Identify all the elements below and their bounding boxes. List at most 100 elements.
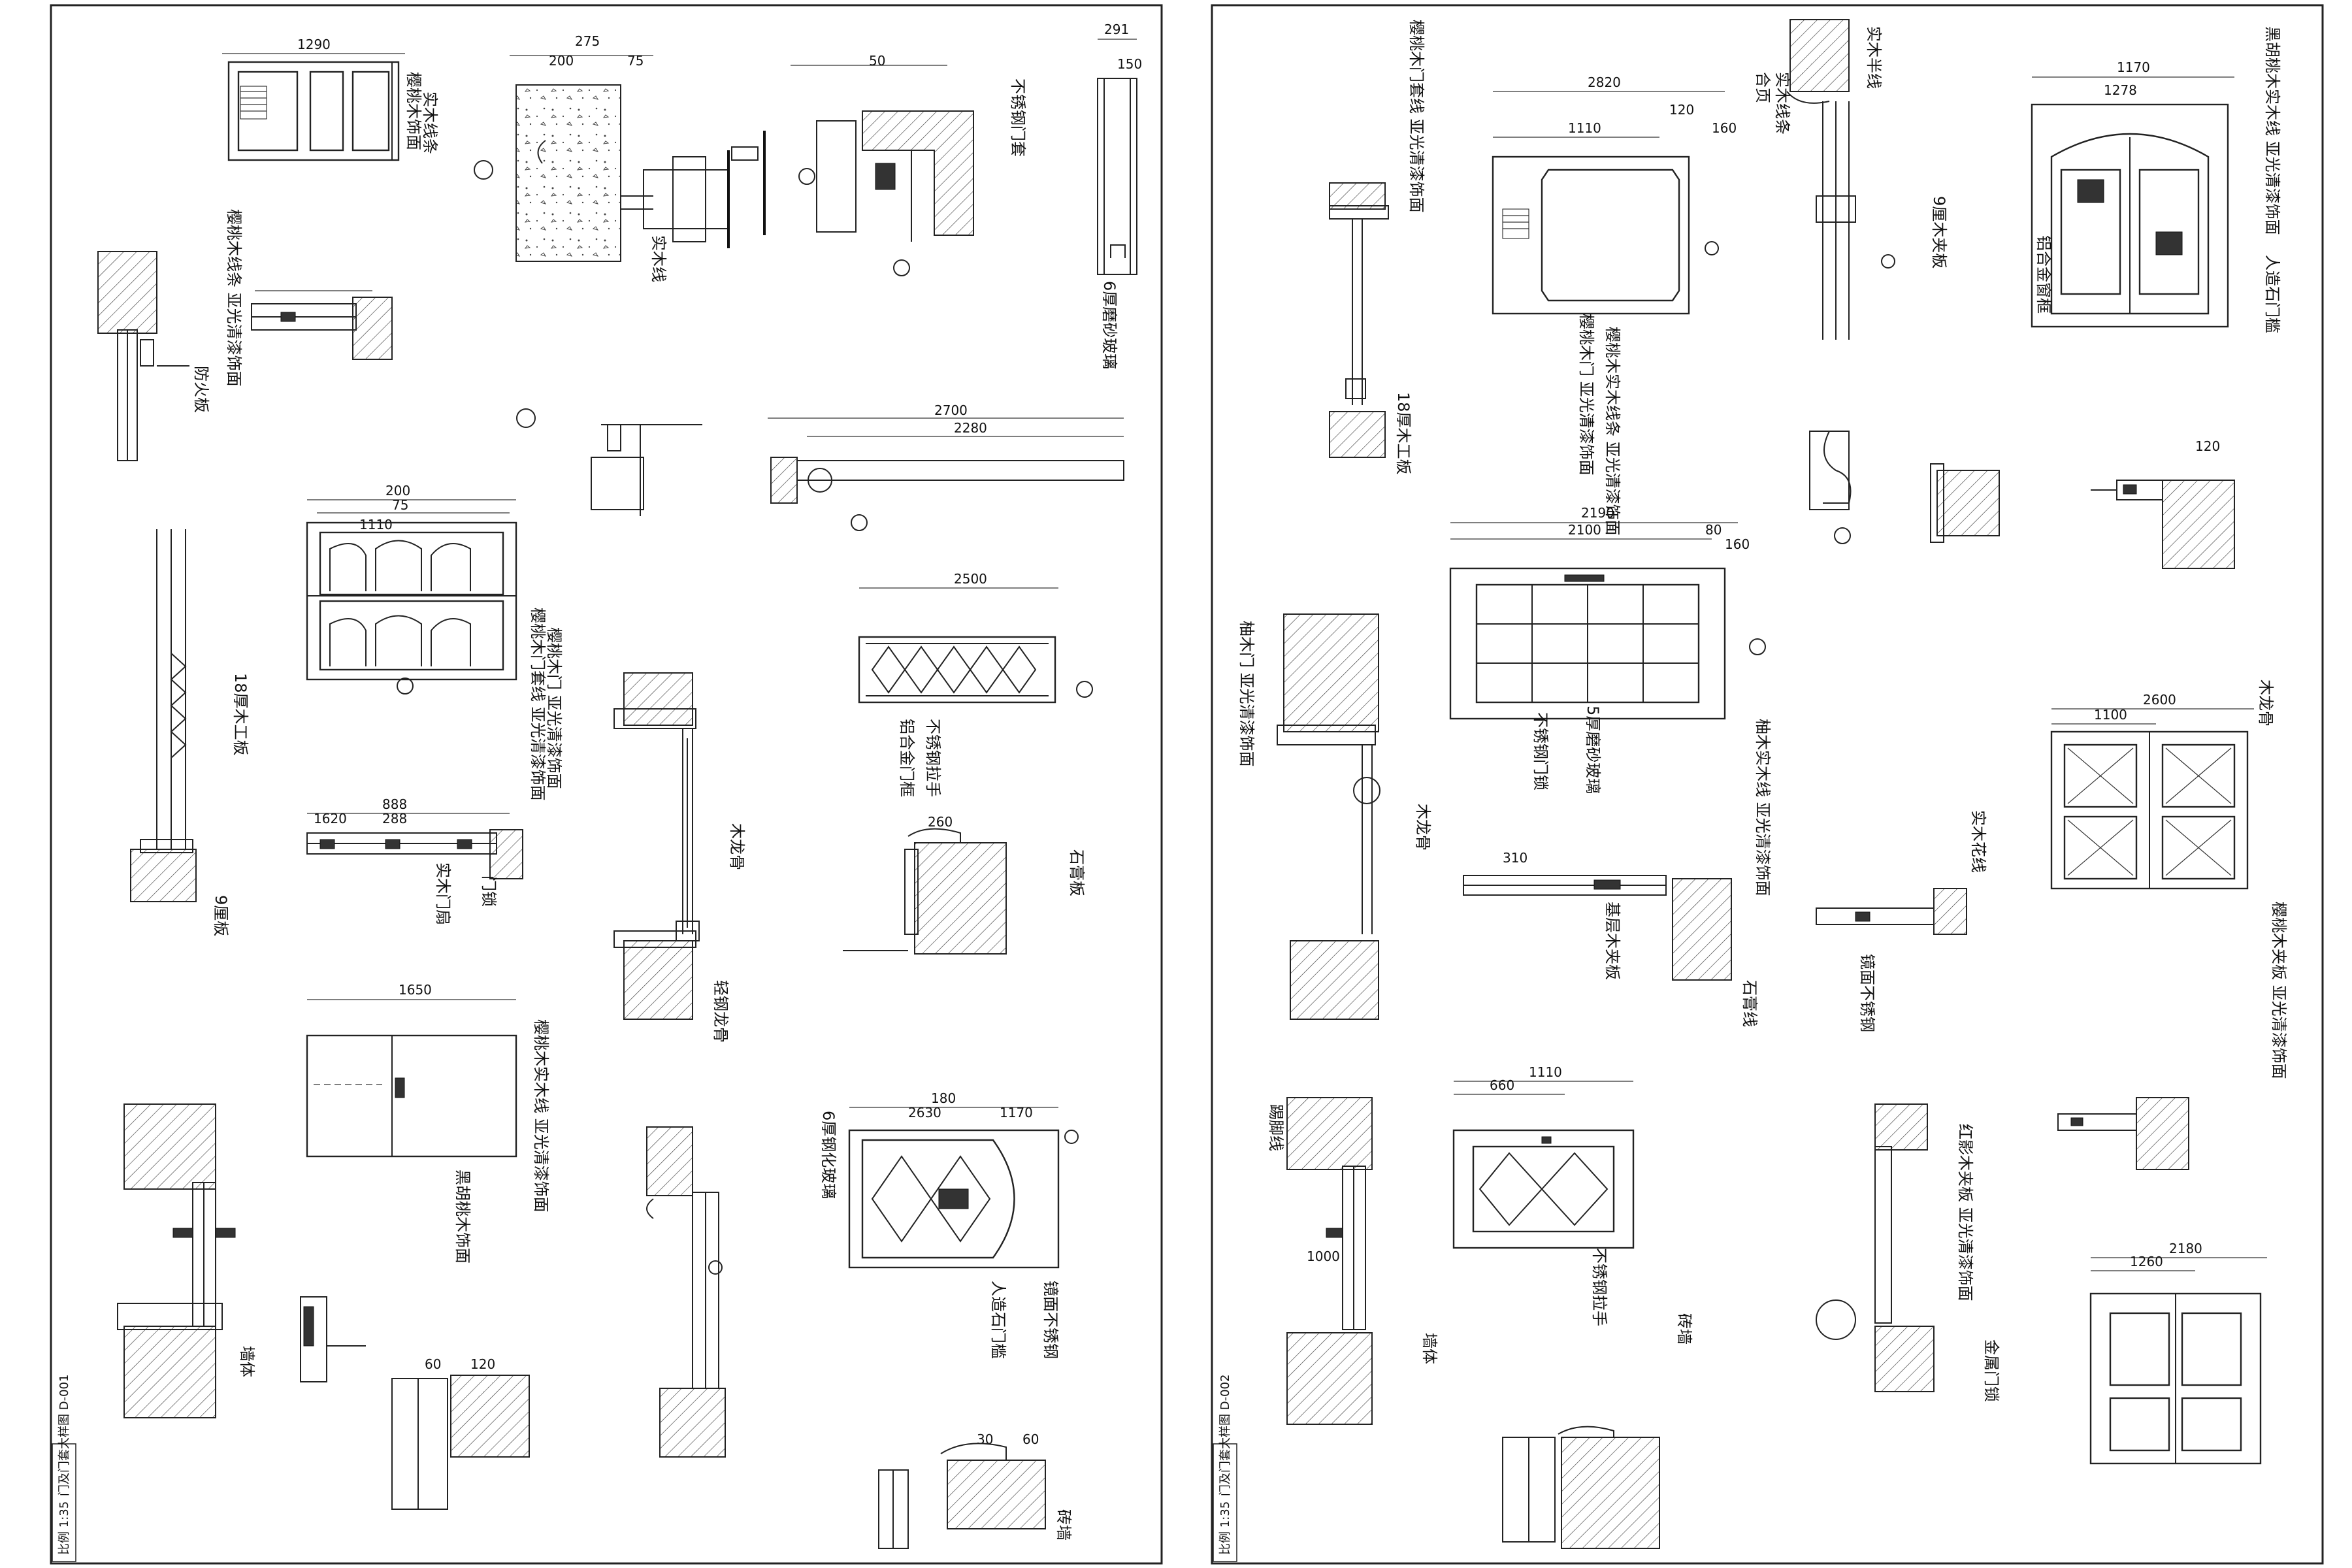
label: 石膏线 <box>1740 980 1759 1027</box>
dim: 1110 <box>359 517 393 532</box>
label: 红影木夹板 亚光清漆饰面 <box>1956 1124 1974 1301</box>
label: 铝合金门框 <box>898 719 916 797</box>
title-block-left-scale: 比例 1:35 <box>57 1501 71 1555</box>
right-elev-1110: 1110 660 <box>1452 1064 1635 1249</box>
right-wall-section-mid <box>1277 613 1380 1020</box>
left-annotations: 6厚磨砂玻璃 不锈钢门套 樱桃木饰面 实木线条 实木线 樱桃木线条 亚光清漆饰面… <box>192 72 1119 1541</box>
left-elev-a: 1290 <box>222 37 405 161</box>
title-block-left-name: 门及门套大样图 D-001 <box>57 1375 71 1496</box>
dim: 200 <box>385 483 410 498</box>
dim: 80 <box>1705 522 1722 538</box>
left-section-e <box>97 251 189 461</box>
right-top-center-section <box>1786 19 1895 340</box>
label: 轻钢龙骨 <box>711 980 730 1043</box>
left-window-section: 30 60 <box>878 1431 1046 1549</box>
label: 柚木实木线 亚光清漆饰面 <box>1754 719 1772 896</box>
right-bottom-right-section <box>2057 1097 2189 1170</box>
left-hsection-2500: 888 1620 288 <box>306 796 523 879</box>
label: 不锈钢拉手 <box>924 719 942 797</box>
dim: 2280 <box>954 420 987 436</box>
left-center-door-section <box>613 672 700 1020</box>
right-elev-4panel: 2600 1100 <box>2050 692 2254 890</box>
label: 樱桃木门 亚光清漆饰面 <box>545 627 563 789</box>
label: 墙体 <box>1420 1333 1439 1364</box>
dim: 1170 <box>2117 59 2150 75</box>
dim: 310 <box>1503 850 1527 866</box>
title-block-right-scale: 比例 1:35 <box>1218 1501 1232 1555</box>
label: 实木线条 <box>1773 72 1791 135</box>
label: 5厚磨砂玻璃 <box>1584 706 1602 794</box>
label: 实木线条 <box>421 91 439 154</box>
label: 黑胡桃木饰面 <box>453 1169 472 1264</box>
right-elev-2180: 2180 1260 <box>2089 1241 2267 1465</box>
left-trim-section: 260 <box>843 814 1007 955</box>
label: 镜面不锈钢 <box>1858 954 1876 1032</box>
label: 石膏板 <box>1068 849 1086 896</box>
label: 人造石门槛 <box>989 1281 1007 1359</box>
label: 黑胡桃木实木线 亚光清漆饰面 <box>2263 26 2281 235</box>
dim: 2190 <box>1581 505 1614 521</box>
dim: 1110 <box>1568 120 1601 136</box>
dim: 275 <box>575 33 600 49</box>
label: 砖墙 <box>1675 1313 1693 1345</box>
dim: 120 <box>2195 438 2220 454</box>
dim: 2500 <box>954 571 987 587</box>
label: 实木线 <box>649 235 668 282</box>
label: 人造石门槛 <box>2263 255 2281 333</box>
dim: 660 <box>1490 1077 1514 1093</box>
label: 18厚木工板 <box>1394 392 1413 475</box>
label: 不锈钢门套 <box>1009 78 1027 157</box>
dim: 1620 <box>314 811 347 826</box>
right-top-vertical-section <box>1329 182 1389 458</box>
dim: 1290 <box>297 37 331 52</box>
dim: 2630 <box>908 1105 941 1120</box>
label: 9厘板 <box>212 895 230 936</box>
dim: 1260 <box>2130 1254 2163 1269</box>
label: 木龙骨 <box>2257 679 2275 727</box>
dim: 200 <box>549 53 574 69</box>
label: 樱桃木实木线 亚光清漆饰面 <box>532 1019 550 1213</box>
label: 镜面不锈钢 <box>1041 1281 1060 1359</box>
right-elev-2190: 2190 2100 80 160 <box>1449 505 1766 720</box>
label: 柚木门 亚光清漆饰面 <box>1237 621 1256 767</box>
dim: 288 <box>382 811 407 826</box>
label: 6厚磨砂玻璃 <box>1100 281 1119 369</box>
dim: 150 <box>1117 56 1142 72</box>
dim: 1170 <box>1000 1105 1033 1120</box>
label: 樱桃木夹板 亚光清漆饰面 <box>2270 902 2288 1079</box>
left-section-b: 275 200 75 <box>474 33 815 262</box>
label: 不锈钢门锁 <box>1531 712 1550 791</box>
dim: 1278 <box>2104 82 2137 98</box>
right-annotations: 实木半线 合页 实木线条 樱桃木门套线 亚光清漆饰面 樱桃木门 亚光清漆饰面 樱… <box>1237 20 2288 1402</box>
right-bottom-center-section <box>1502 1426 1660 1549</box>
label: 樱桃木线条 亚光清漆饰面 <box>225 209 243 387</box>
left-small-bottom-section <box>300 1296 366 1382</box>
right-elev-2820: 2820 1110 120 160 <box>1492 74 1737 315</box>
dim: 75 <box>392 497 408 513</box>
label: 樱桃木实木线条 亚光清漆饰面 <box>1603 327 1622 536</box>
label: 木龙骨 <box>1414 804 1432 851</box>
dim: 160 <box>1725 536 1750 552</box>
dim: 120 <box>470 1356 495 1372</box>
dim: 260 <box>928 814 953 830</box>
dim: 50 <box>869 53 885 69</box>
left-elev-diamond: 2500 <box>858 571 1093 704</box>
right-section-small-r: 120 <box>2091 438 2235 569</box>
dim: 75 <box>627 53 644 69</box>
label: 防火板 <box>192 366 210 413</box>
dim: 120 <box>1669 102 1694 118</box>
dim: 888 <box>382 796 407 812</box>
left-section-f <box>251 290 393 360</box>
left-section-h <box>516 408 702 516</box>
label: 砖墙 <box>1054 1509 1073 1541</box>
title-block-left: 比例 1:35 门及门套大样图 D-001 <box>52 1375 76 1562</box>
left-elev-arched: 180 2630 1170 <box>848 1090 1079 1269</box>
left-section-g: 2700 2280 <box>768 402 1124 531</box>
sheet-left-frame <box>50 4 1163 1565</box>
label: 18厚木工板 <box>231 673 250 756</box>
label: 金属门锁 <box>1982 1339 2001 1402</box>
left-elev-double-panel: 200 75 1110 <box>306 483 517 694</box>
left-section-d: 291 150 <box>1097 22 1142 275</box>
dim: 1000 <box>1307 1249 1340 1264</box>
